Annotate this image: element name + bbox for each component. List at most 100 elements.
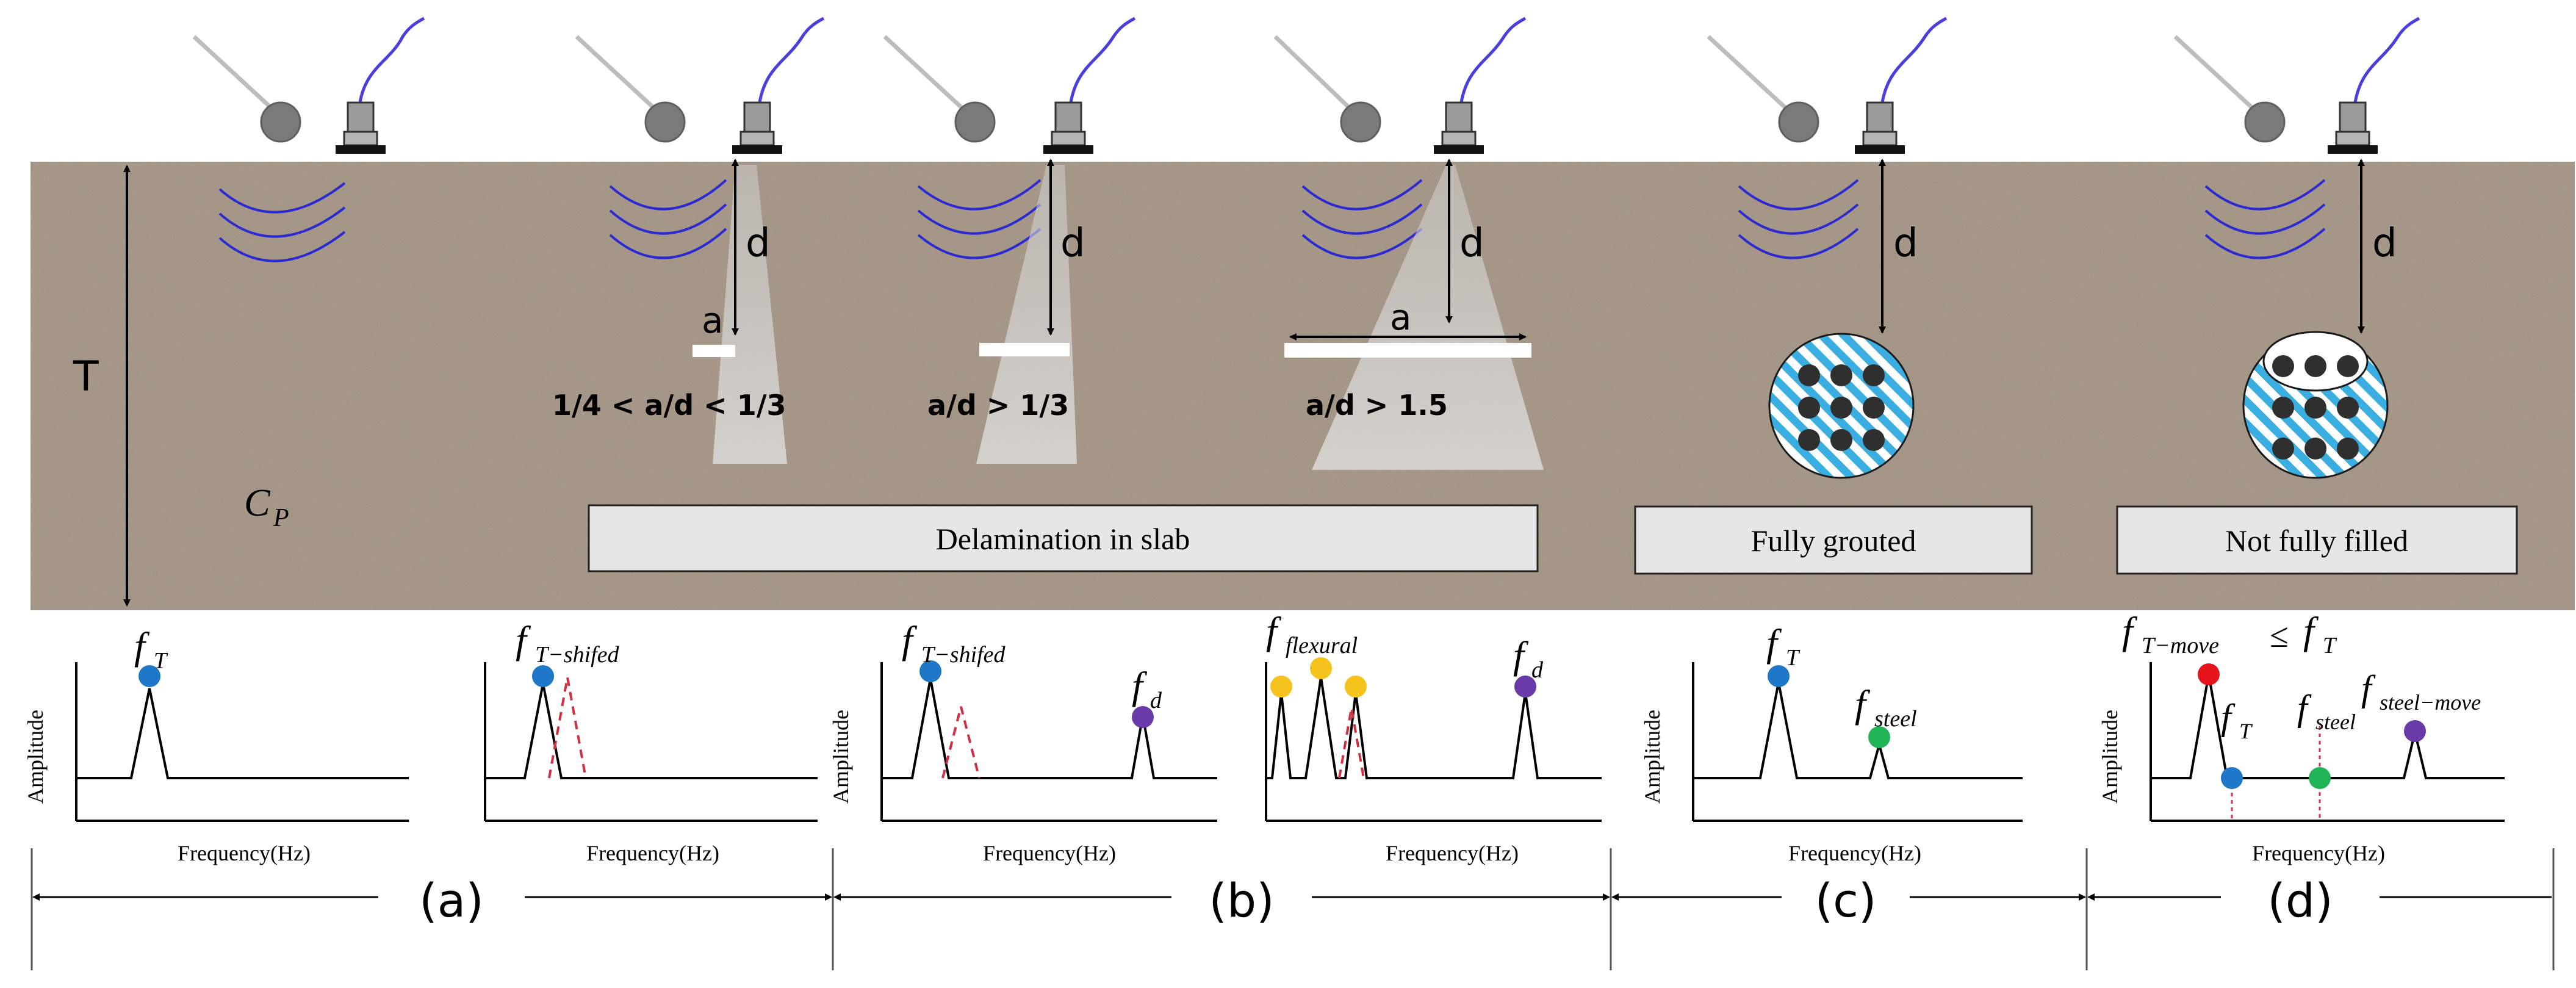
impactor-4 [1273,35,1381,143]
spectrum-graph-4 [1265,662,1602,822]
impactor-6 [2173,35,2286,143]
depth-label-5: d [1893,221,1918,266]
spectrum-graph-5 [1692,662,2023,822]
frequency-label-3: Frequency(Hz) [983,841,1116,865]
peak-dot-fT-2 [532,665,554,687]
peak-dot-fT-5 [1768,665,1790,687]
frequency-label-1: Frequency(Hz) [178,841,311,865]
section-label-b: (b) [1209,873,1275,928]
wave-speed-subscript: P [273,504,289,532]
amplitude-label-3: Amplitude [829,710,853,804]
wave-arcs-2 [609,179,727,259]
stress-cone-3 [1312,165,1544,470]
frequency-label-4: Frequency(Hz) [1386,841,1519,865]
shifted-peak-dashed-3 [941,706,980,779]
depth-arrow-6: d [2358,159,2397,334]
peak-sub-fTref-6: T [2323,633,2337,658]
section-label-a: (a) [419,873,484,928]
peak-dot-fTmove-6 [2198,663,2220,685]
sensor-1 [336,16,425,154]
peak-sub-fd-3: d [1150,688,1162,713]
stress-cone-1 [713,165,787,464]
ratio-label-3: a/d > 1.5 [1306,389,1448,422]
ratio-label-1: 1/4 < a/d < 1/3 [552,389,786,422]
peak-sub-fsteelmove-6: steel−move [2380,690,2481,715]
peak-dot-fd-4 [1514,676,1536,698]
not-fully-filled-box-label: Not fully filled [2225,524,2408,558]
peak-dot-flex-b [1310,657,1332,679]
peak-dot-fT-1 [139,665,160,687]
peak-sub-fsteel-6: steel [2315,710,2356,734]
le-sign-6: ≤ [2270,617,2289,655]
spectrum-graph-1 [75,662,409,822]
peak-label-fsteelmove-6: f [2361,668,2376,709]
peak-label-fd-3: f [1132,664,1148,707]
amplitude-label-6: Amplitude [2098,710,2122,804]
peak-label-fd-4: f [1513,633,1529,677]
peak-sub-5: T [1786,645,1801,671]
section-dividers [31,848,2555,970]
impactor-3 [883,35,996,143]
delamination-3: a a/d > 1.5 [1284,297,1531,422]
peak-dot-fd-3 [1132,706,1154,728]
spectrum-graph-3 [880,662,1217,822]
wave-arcs-5 [1738,179,1859,259]
peak-sub-1: T [154,648,168,674]
peak-sub-fd-4: d [1531,657,1544,683]
impactor-5 [1707,35,1819,143]
not-fully-filled-box: Not fully filled [2116,505,2518,575]
peak-label-fTmove-6: f [2122,609,2138,652]
section-label-d: (d) [2267,873,2333,928]
wave-arcs-6 [2204,179,2326,259]
wave-speed-symbol: C [244,481,271,524]
frequency-label-2: Frequency(Hz) [586,841,719,865]
impactor-2 [575,35,686,143]
peak-sub-3: T−shifed [921,642,1006,668]
peak-label-4: f [1266,609,1282,652]
shifted-peak-dashed-4 [1338,707,1365,779]
sensor-5 [1855,16,1948,154]
depth-label-2: d [1060,221,1085,266]
peak-dot-fsteelmove-6 [2404,720,2426,742]
sensor-2 [732,16,825,154]
peak-label-5: f [1766,621,1782,665]
peak-label-fsteel-6: f [2297,688,2312,728]
amplitude-label-1: Amplitude [23,710,48,804]
wave-arcs-3 [917,179,1042,259]
peak-sub-fT-6: T [2239,719,2253,743]
thickness-dimension: T [73,165,131,607]
wave-speed-label: C P [244,481,289,532]
peak-dot-flex-c [1345,676,1367,698]
peak-label-3: f [902,618,918,662]
peak-dot-fT-3 [919,660,941,682]
flaw-size-label-1: a [702,300,724,341]
depth-label-3: d [1459,221,1484,266]
depth-label-1: d [746,221,771,266]
peak-dot-fT-6 [2221,767,2243,789]
peak-sub-fTmove-6: T−move [2142,633,2219,658]
depth-label-6: d [2372,221,2397,266]
delamination-2: a/d > 1/3 [927,343,1070,422]
thickness-label: T [73,353,99,401]
peak-dot-fsteel-5 [1868,726,1890,748]
ratio-label-2: a/d > 1/3 [927,389,1069,422]
impactor-1 [192,35,301,143]
peak-label-fTref-6: f [2303,609,2319,652]
depth-arrow-3: d [1445,159,1484,323]
peak-dot-flex-a [1270,676,1292,698]
wave-arcs-4 [1301,179,1423,259]
frequency-label-5: Frequency(Hz) [1788,841,1921,865]
peak-sub-2: T−shifed [535,642,620,668]
peak-label-2: f [516,618,531,662]
delamination-1: a 1/4 < a/d < 1/3 [552,300,786,422]
spectrum-graph-2 [484,662,818,822]
section-label-c: (c) [1815,873,1876,928]
spectrum-graph-6 [2150,662,2505,822]
peak-label-fsteel-5: f [1855,682,1871,726]
tendon-fully-grouted [1768,333,1915,479]
sensor-3 [1043,16,1136,154]
wave-arcs-1 [218,182,346,262]
peak-dot-fsteel-6 [2309,767,2331,789]
peak-sub-fsteel-5: steel [1874,706,1917,732]
frequency-label-6: Frequency(Hz) [2252,841,2385,865]
